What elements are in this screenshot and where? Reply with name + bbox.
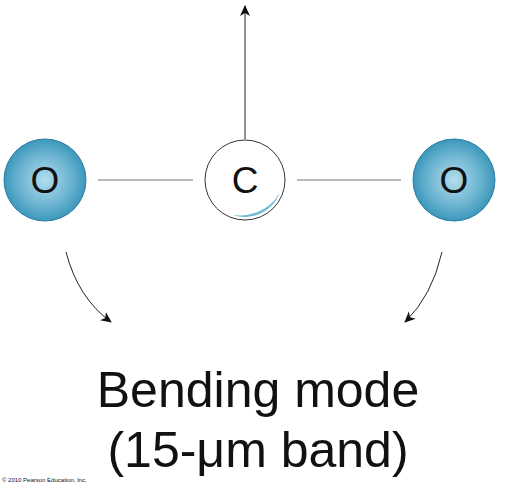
atom-circle [4,139,86,221]
atom-circle [413,139,495,221]
oxygen-atom: O [412,138,496,222]
atom-circle [205,140,285,220]
atom-symbol: O [3,138,87,222]
oxygen-motion-arrow [405,252,442,322]
carbon-motion-arrow [245,6,246,139]
chemical-bond [98,180,193,181]
oxygen-motion-arrow [66,252,111,322]
copyright-watermark: © 2010 Pearson Education, Inc. [2,476,202,484]
mode-caption: Bending mode (15-μm band) [58,360,458,480]
carbon-atom: C [204,139,286,221]
atom-symbol: C [204,139,286,221]
atom-symbol: O [412,138,496,222]
oxygen-atom: O [3,138,87,222]
chemical-bond [297,180,401,181]
